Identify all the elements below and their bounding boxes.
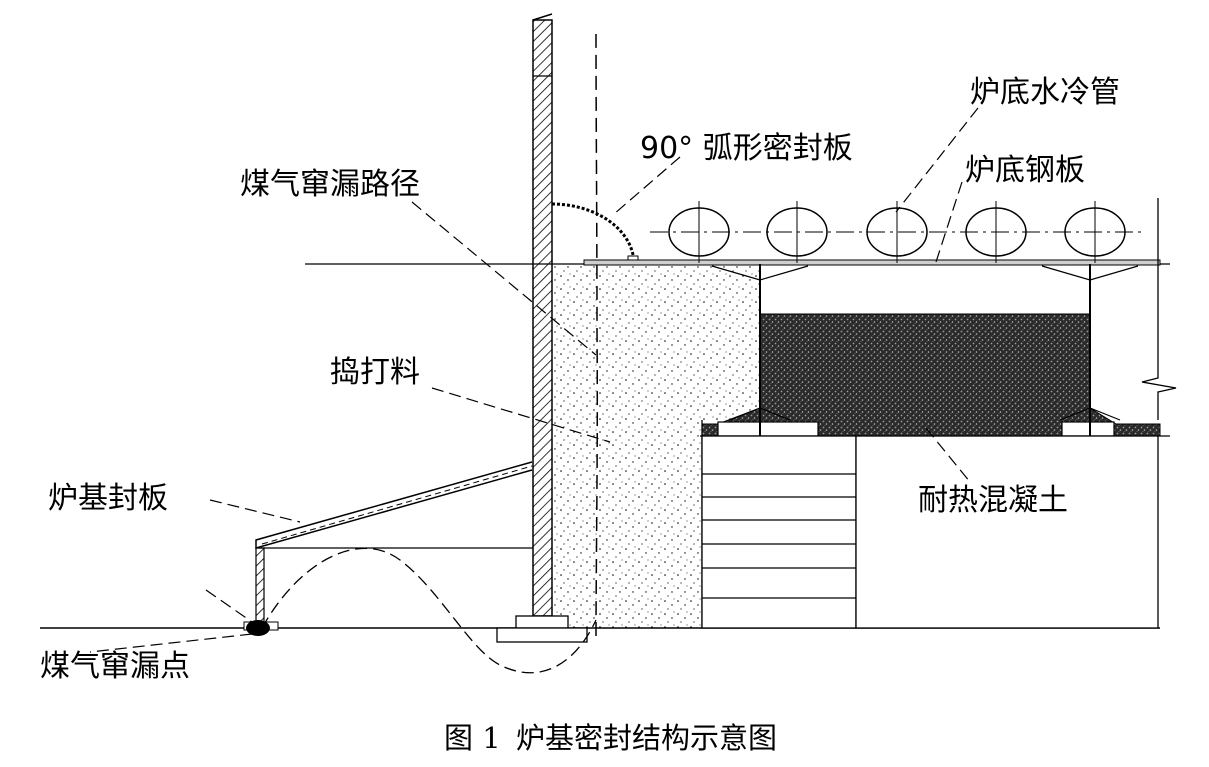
water-pipe [1064, 201, 1126, 263]
bottom-steel-plate [583, 259, 1161, 266]
furnace-shell-wall [532, 19, 553, 617]
base-seal-plate-inner [261, 465, 533, 545]
support-block-right [1061, 421, 1115, 437]
label-concrete: 耐热混凝土 [918, 483, 1068, 518]
wall-foot-block [515, 615, 569, 629]
support-block-left [717, 421, 819, 437]
break-line [1141, 198, 1177, 420]
foundation-block-left [701, 435, 857, 629]
label-base-plate: 炉基封板 [48, 481, 168, 516]
base-seal-plate [255, 461, 533, 549]
support-left [711, 264, 809, 442]
water-cooling-pipes [668, 201, 1126, 263]
label-leak-point: 煤气窜漏点 [40, 649, 190, 684]
label-arc-plate: 90° 弧形密封板 [640, 131, 853, 166]
label-gas-path: 煤气窜漏路径 [240, 167, 420, 202]
water-pipe [668, 201, 730, 263]
water-pipe [965, 201, 1027, 263]
leader-lines [89, 107, 979, 653]
heat-resistant-concrete [701, 313, 1161, 437]
foundation-block-right [855, 435, 1159, 629]
caption-title: 炉基密封结构示意图 [516, 721, 777, 755]
base-seal-post [255, 547, 265, 623]
caption-number: 图 1 [444, 721, 501, 755]
water-pipe [766, 201, 828, 263]
arc-seal-plate [551, 202, 636, 265]
wall-foot-plate [496, 627, 588, 643]
gas-path-centerline [595, 33, 599, 641]
gas-leak-point-marker [246, 620, 270, 636]
wall-top-step [532, 13, 553, 21]
support-right [1041, 264, 1139, 442]
foundation-layers [702, 473, 856, 599]
label-water-pipe: 炉底水冷管 [970, 75, 1120, 110]
label-steel-plate: 炉底钢板 [965, 153, 1085, 188]
ramming-material-area [552, 264, 760, 628]
label-ramming: 捣打料 [330, 355, 420, 390]
gas-leak-path-wave [261, 547, 597, 674]
